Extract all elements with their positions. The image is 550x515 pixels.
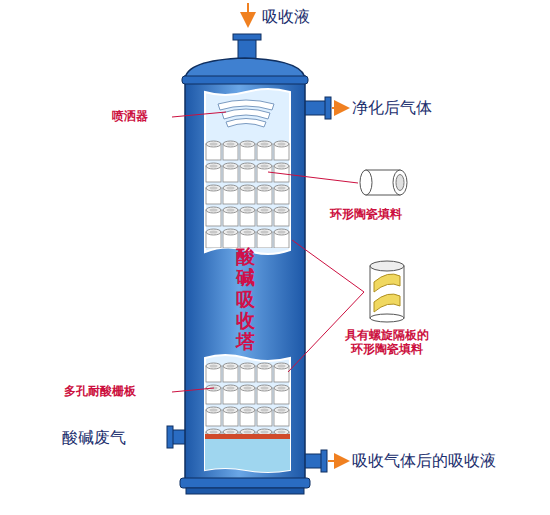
flow-label: 净化后气体 [352, 98, 432, 117]
spiral-ring-bottom [370, 314, 404, 322]
flow-arrow [328, 460, 346, 462]
absorbent-liquid [205, 439, 290, 472]
tower-name: 酸碱吸收塔 [234, 246, 256, 352]
spiral-baffle [374, 274, 400, 292]
part-label: 多孔耐酸栅板 [64, 384, 136, 398]
spiral-baffle [374, 294, 400, 312]
ring-icon-end [360, 170, 372, 195]
spiral-ring-icon [370, 266, 404, 318]
spiral-ring-top [370, 261, 404, 271]
acid-proof-grate [205, 434, 290, 439]
part-label: 具有螺旋隔板的 环形陶瓷填料 [322, 328, 452, 357]
leader-line [268, 172, 358, 183]
ring-packing [205, 362, 290, 434]
part-label: 喷洒器 [112, 109, 148, 123]
ring-packing [205, 140, 290, 248]
tower-base [180, 478, 310, 488]
absorption-tower: 酸碱吸收塔 [185, 78, 305, 478]
leader-line [172, 112, 226, 117]
ring-icon-end [393, 170, 407, 195]
pipe-flange [233, 34, 261, 40]
sprayer [222, 109, 270, 119]
tower-body [185, 76, 305, 480]
sprayer [226, 119, 266, 128]
flow-arrow [247, 3, 249, 24]
leader-line [172, 388, 214, 392]
leader-line [292, 240, 364, 292]
pipe-flange [321, 450, 327, 472]
tower-foot [186, 488, 304, 494]
tower-rim [182, 76, 308, 84]
flow-arrow [332, 107, 346, 109]
ring-icon-hole [396, 175, 404, 191]
pipe-flange [167, 426, 173, 448]
upper-cutaway [205, 89, 290, 254]
flow-label: 吸收液 [262, 7, 310, 26]
flow-label: 酸碱废气 [62, 428, 126, 447]
lower-cutaway [205, 355, 290, 472]
flow-label: 吸收气体后的吸收液 [352, 451, 496, 470]
part-label: 环形陶瓷填料 [330, 207, 402, 221]
pipe-flange [325, 97, 331, 119]
